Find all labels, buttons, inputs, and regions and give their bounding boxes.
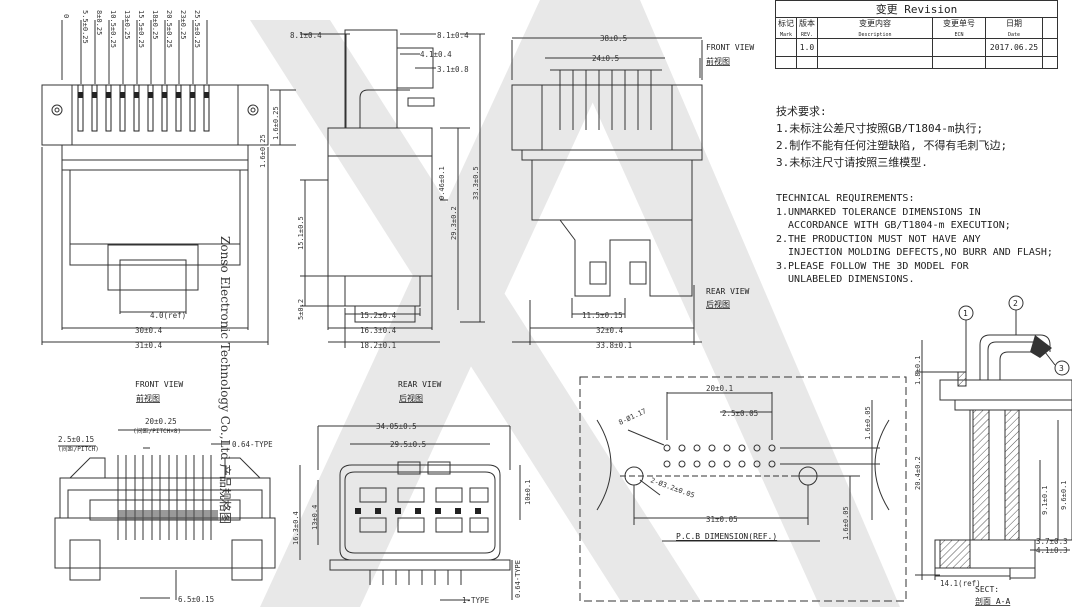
revision-title: 变更 Revision: [775, 0, 1058, 18]
rev-cell-date: 2017.06.25: [985, 38, 1043, 57]
requirements-cn-item-2: 2.制作不能有任何注塑缺陷, 不得有毛刺飞边;: [776, 139, 1008, 152]
rev-header-extra: [1042, 17, 1058, 39]
requirements-en-item-2: ACCORDANCE WITH GB/T1804-m EXECUTION;: [776, 220, 1011, 231]
requirements-cn-item-1: 1.未标注公差尺寸按照GB/T1804-m执行;: [776, 122, 984, 135]
company-name: Zonso Electronic Technology Co.,Ltd 产品规格…: [218, 236, 232, 524]
rev-cell-desc: [817, 38, 933, 57]
rev-cell-mark: [775, 38, 797, 57]
requirements-en-title: TECHNICAL REQUIREMENTS:: [776, 193, 915, 204]
requirements-cn-item-3: 3.未标注尺寸请按照三维模型.: [776, 156, 928, 169]
requirements-en-item-4: INJECTION MOLDING DEFECTS,NO BURR AND FL…: [776, 247, 1053, 258]
requirements-en-item-3: 2.THE PRODUCTION MUST NOT HAVE ANY: [776, 234, 981, 245]
requirements-en-item-5: 3.PLEASE FOLLOW THE 3D MODEL FOR: [776, 261, 969, 272]
rev-cell-extra: [1042, 38, 1058, 57]
requirements-en-item-1: 1.UNMARKED TOLERANCE DIMENSIONS IN: [776, 207, 981, 218]
rev-cell-ecn: [932, 38, 986, 57]
rev-cell-rev: 1.0: [796, 38, 818, 57]
requirements-en-item-6: UNLABELED DIMENSIONS.: [776, 274, 915, 285]
requirements-cn-title: 技术要求:: [776, 105, 827, 118]
